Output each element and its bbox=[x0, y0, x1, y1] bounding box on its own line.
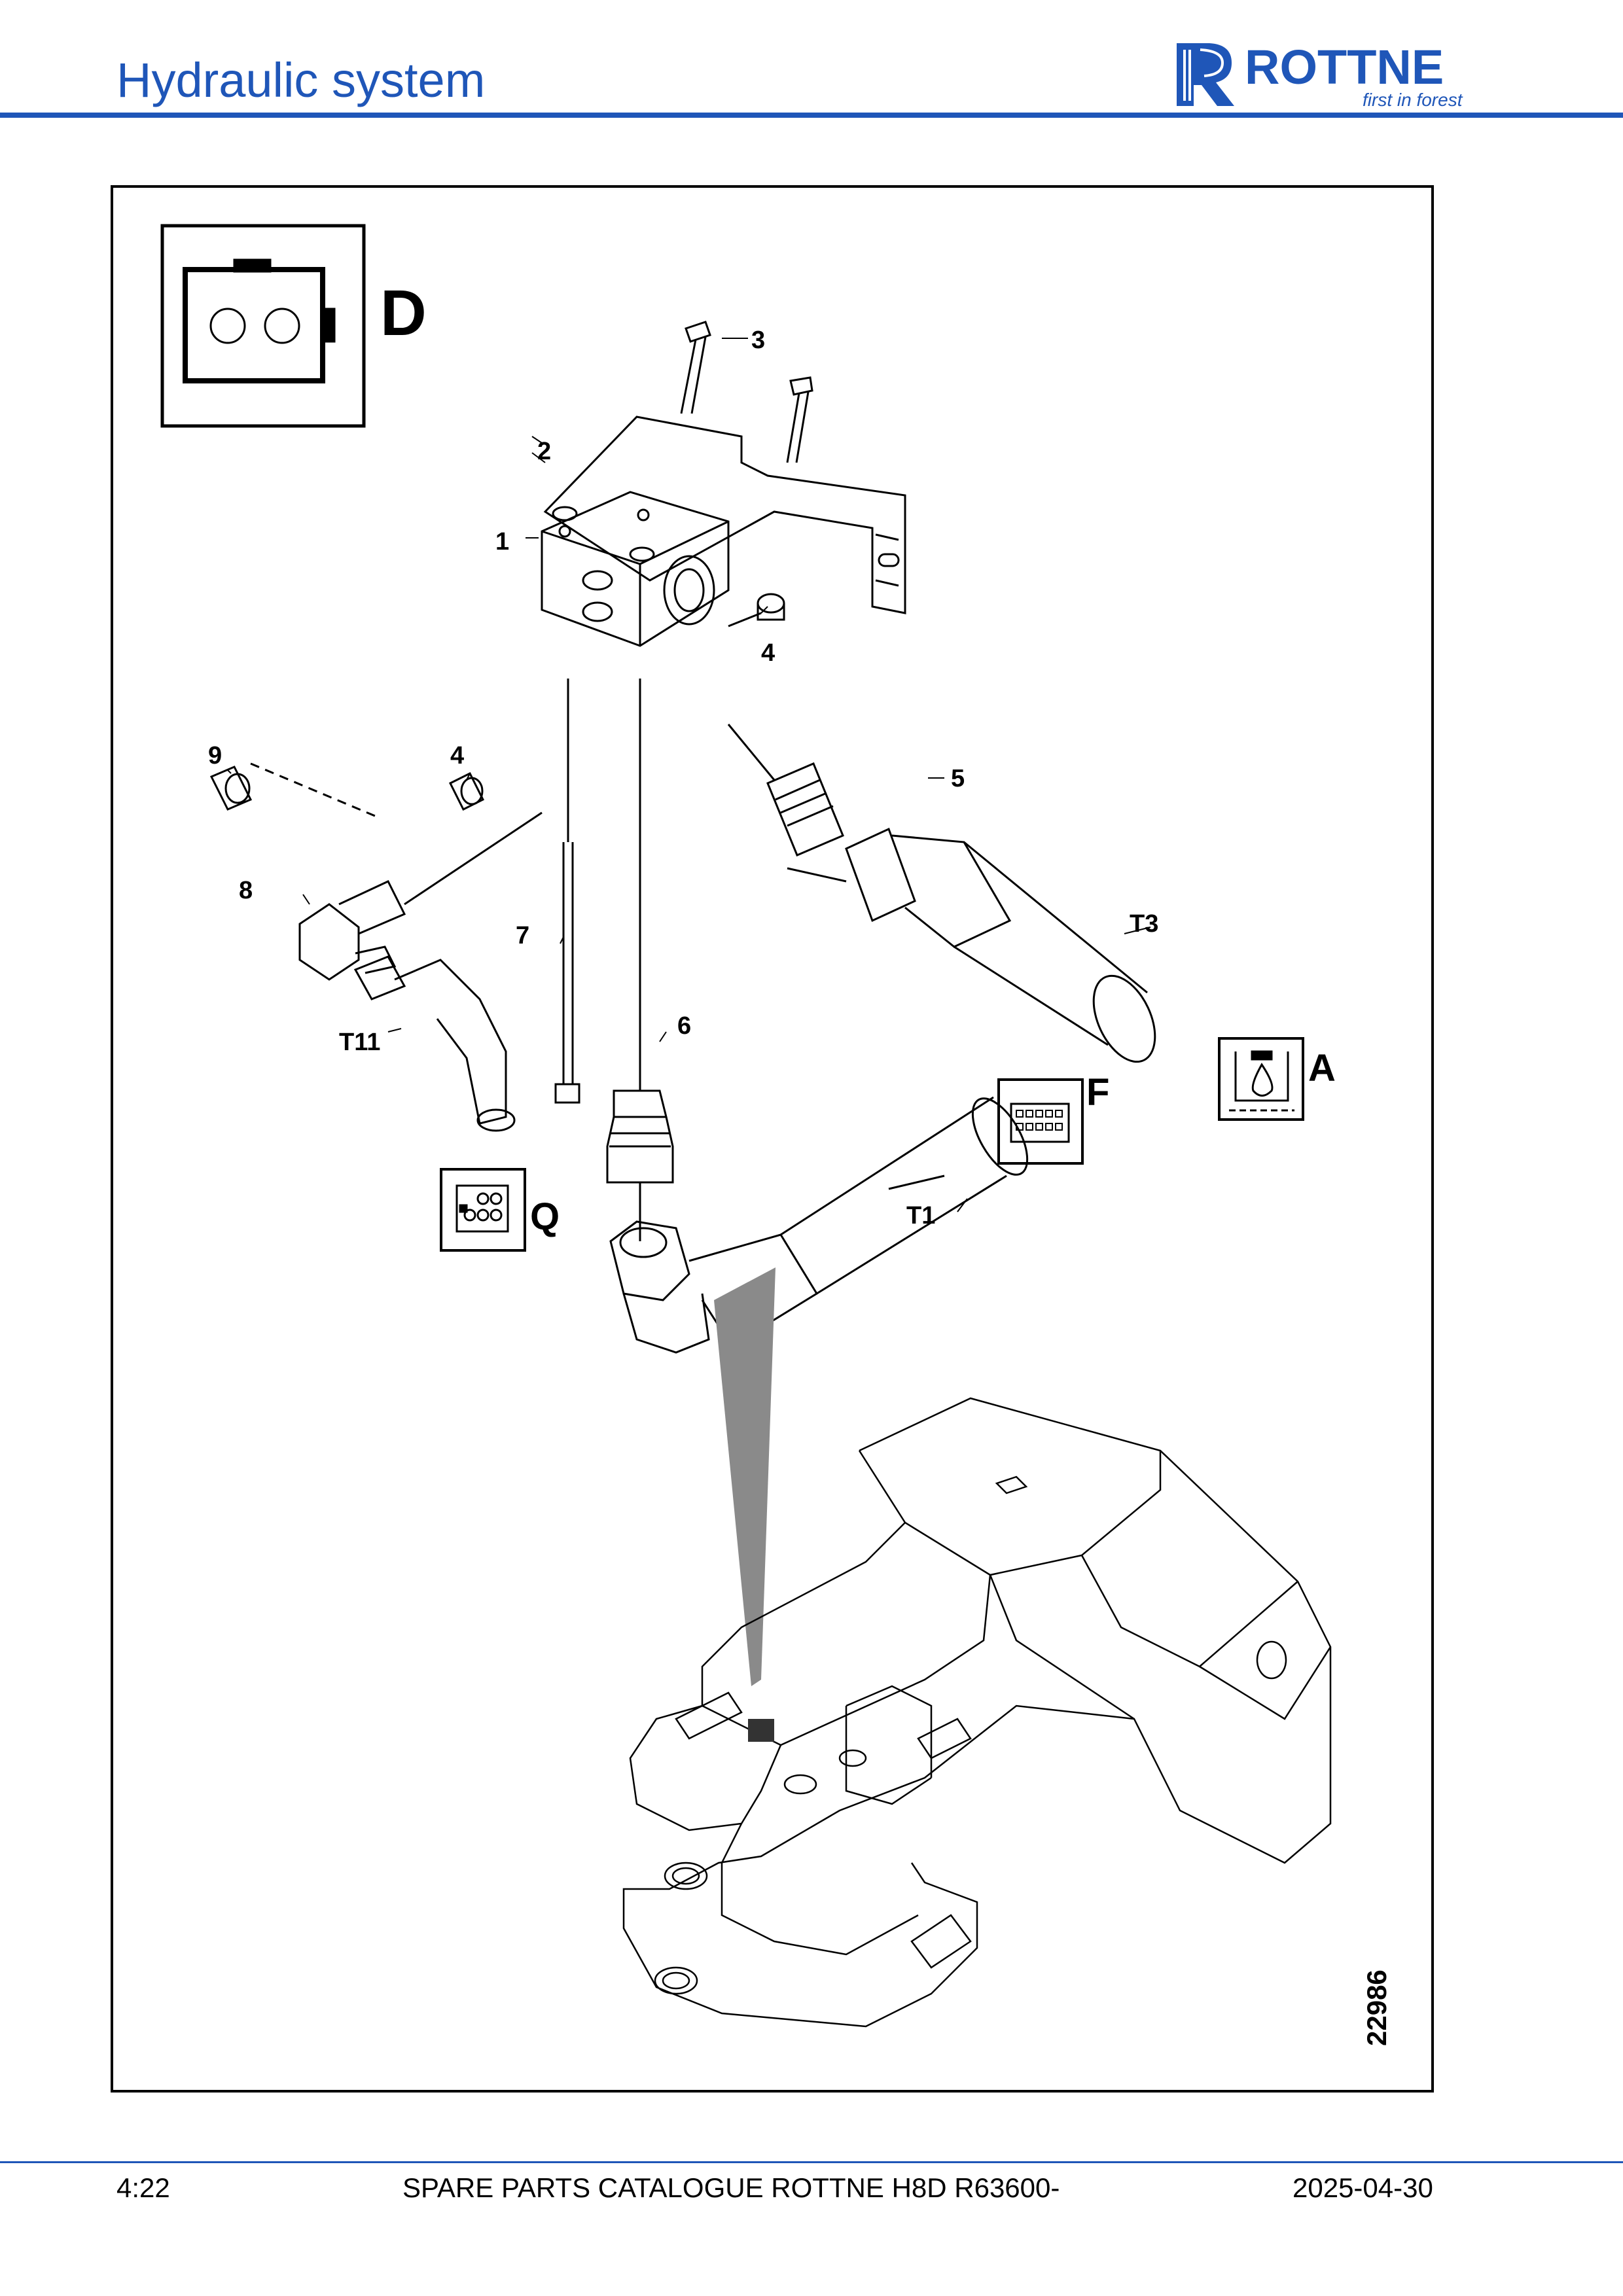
callout-7: 7 bbox=[516, 922, 529, 949]
callout-4-upper: 4 bbox=[761, 639, 775, 667]
callout-2: 2 bbox=[537, 438, 551, 465]
symbol-f-box bbox=[997, 1078, 1084, 1165]
location-cone bbox=[714, 1267, 776, 1686]
footer-date: 2025-04-30 bbox=[1293, 2172, 1433, 2203]
exploded-view-drawing: 3 2 1 4 5 9 4 8 7 T3 6 T11 T1 D Q F A 22… bbox=[160, 224, 1392, 2046]
plug-part-4-left bbox=[448, 771, 485, 811]
callout-t3: T3 bbox=[1130, 910, 1158, 938]
fitting-part-8 bbox=[298, 811, 543, 981]
callout-8: 8 bbox=[239, 877, 253, 904]
callout-6: 6 bbox=[677, 1012, 691, 1040]
callout-leaders bbox=[227, 338, 1151, 1212]
hose-t1 bbox=[609, 1096, 1029, 1354]
callout-5: 5 bbox=[951, 765, 965, 792]
page-title: Hydraulic system bbox=[116, 53, 486, 107]
hose-t11 bbox=[353, 955, 516, 1132]
machine-frame bbox=[622, 1397, 1332, 2028]
callout-3: 3 bbox=[751, 327, 765, 354]
symbol-a-box bbox=[1218, 1037, 1304, 1121]
symbol-d-letter: D bbox=[380, 277, 427, 349]
footer-page-number: 4:22 bbox=[116, 2172, 170, 2203]
rottne-logo: ROTTNE first in forest bbox=[1177, 40, 1463, 110]
callout-t1: T1 bbox=[906, 1202, 935, 1229]
symbol-q-box bbox=[440, 1168, 526, 1252]
bolt-part-7 bbox=[554, 679, 580, 1104]
valve-block-part-1 bbox=[541, 491, 730, 647]
plug-part-9 bbox=[209, 762, 376, 817]
callout-9: 9 bbox=[208, 742, 222, 769]
footer-catalogue-title: SPARE PARTS CATALOGUE ROTTNE H8D R63600- bbox=[402, 2172, 1060, 2203]
exploded-view-figure: 3 2 1 4 5 9 4 8 7 T3 6 T11 T1 D Q F A 22… bbox=[111, 185, 1434, 2093]
brand-tagline: first in forest bbox=[1363, 90, 1463, 110]
brand-name: ROTTNE bbox=[1245, 40, 1444, 94]
symbol-q-letter: Q bbox=[530, 1195, 560, 1238]
symbol-f-letter: F bbox=[1086, 1071, 1109, 1114]
drawing-number: 22986 bbox=[1361, 1969, 1392, 2046]
bracket-part-2 bbox=[543, 415, 906, 614]
hose-t3 bbox=[787, 827, 1156, 1063]
symbol-d-box bbox=[160, 224, 366, 428]
adapter-part-6 bbox=[606, 679, 674, 1241]
bolt-part-3 bbox=[680, 321, 813, 463]
symbol-a-letter: A bbox=[1308, 1047, 1336, 1089]
adapter-part-5 bbox=[727, 724, 844, 857]
callout-t11: T11 bbox=[339, 1029, 380, 1056]
rottne-r-emblem-icon bbox=[1177, 43, 1234, 106]
callout-4-left: 4 bbox=[450, 742, 464, 769]
callout-1: 1 bbox=[495, 528, 509, 556]
footer-rule bbox=[0, 2161, 1623, 2163]
plug-part-4-upper bbox=[728, 593, 785, 627]
header-rule bbox=[0, 113, 1623, 118]
